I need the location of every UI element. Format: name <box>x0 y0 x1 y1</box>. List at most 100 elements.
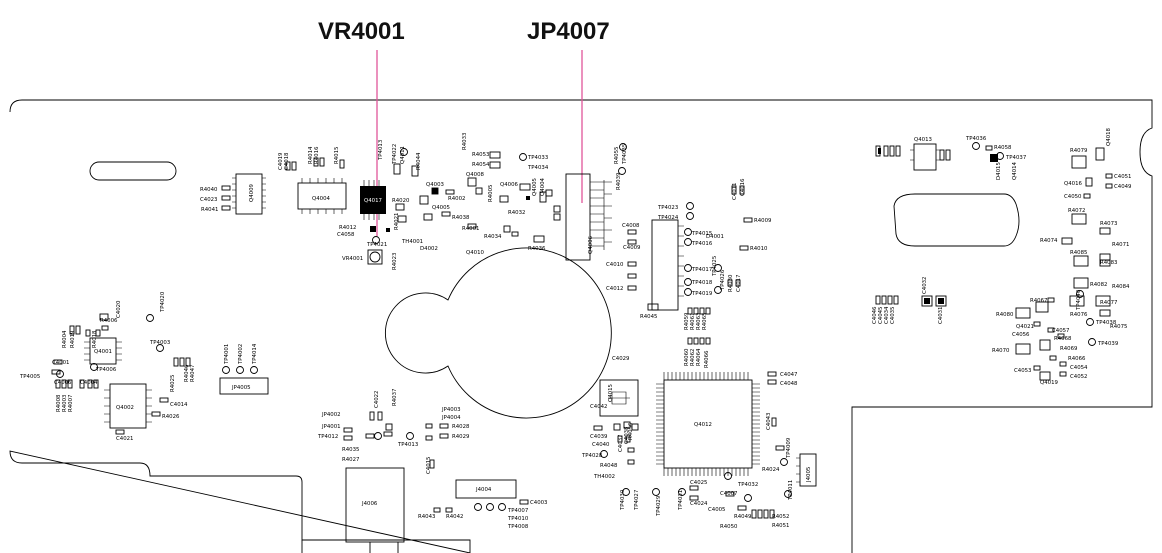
lbl-TP4029: TP4029 <box>656 495 662 517</box>
lbl-R4041: R4041 <box>201 207 218 213</box>
lbl-TP4018: TP4018 <box>691 280 713 286</box>
lbl-C4008: C4008 <box>622 223 640 229</box>
lbl-C4049: C4049 <box>1114 184 1132 190</box>
lbl-R4003: R4003 <box>62 395 68 412</box>
callout-jp4007: JP4007 <box>527 18 610 45</box>
lbl-Q4019: Q4019 <box>1040 380 1059 386</box>
lbl-TP4011: TP4011 <box>788 480 794 501</box>
lbl-TP4013-a: TP4013 <box>378 140 384 161</box>
lbl-TP4033: TP4033 <box>527 155 548 161</box>
lbl-C4020: C4020 <box>116 300 122 318</box>
lbl-R4012: R4012 <box>339 225 356 231</box>
reference-designators: R4040 C4023 R4041 Q4009 Q4004 C4019 C401… <box>19 127 1132 530</box>
lbl-C4040: C4040 <box>592 442 610 448</box>
lbl-R4026: R4026 <box>162 414 180 420</box>
lbl-Q4004-top: Q4004 <box>540 177 546 196</box>
lbl-TP4006: TP4006 <box>95 367 117 373</box>
lbl-C4058: C4058 <box>337 232 355 238</box>
lbl-C4035: C4035 <box>890 307 896 324</box>
lbl-TP4015: TP4015 <box>691 231 712 237</box>
lbl-R4079: R4079 <box>1070 148 1088 154</box>
lbl-C4024: C4024 <box>690 501 708 507</box>
lbl-R4040: R4040 <box>200 187 218 193</box>
lbl-R4019: R4019 <box>70 330 76 348</box>
lbl-R4052: R4052 <box>772 514 789 520</box>
lbl-R4068: R4068 <box>1054 336 1072 342</box>
lbl-R4069: R4069 <box>1060 346 1078 352</box>
lbl-Q4015-inner: Q4015 <box>608 384 614 402</box>
lbl-R4055: R4055 <box>614 147 620 164</box>
lbl-C4022: C4022 <box>374 391 380 408</box>
lbl-D4015: D4015 <box>996 162 1002 180</box>
lbl-C4054: C4054 <box>1070 365 1088 371</box>
lbl-R4051: R4051 <box>772 523 789 529</box>
lbl-C4031: C4031 <box>938 307 944 324</box>
small-parts <box>51 142 1113 519</box>
lbl-R4059: R4059 <box>684 312 690 330</box>
lbl-R4009: R4009 <box>754 218 772 224</box>
lbl-C4052: C4052 <box>1070 374 1087 380</box>
lbl-R4072: R4072 <box>1068 208 1085 214</box>
lbl-R4049: R4049 <box>734 514 752 520</box>
lbl-TP4008: TP4008 <box>507 524 529 530</box>
lbl-R4021: R4021 <box>394 213 400 230</box>
lbl-Q4003: Q4003 <box>426 182 444 188</box>
lbl-JP4001: JP4001 <box>321 424 341 430</box>
lbl-C4007: C4007 <box>720 491 737 497</box>
lbl-Q4013: Q4013 <box>914 137 932 143</box>
lbl-C4006: C4006 <box>54 380 72 386</box>
lbl-TP4034: TP4034 <box>527 165 549 171</box>
lbl-C4053: C4053 <box>1014 368 1031 374</box>
lbl-R4024: R4024 <box>762 467 780 473</box>
lbl-R4032: R4032 <box>508 210 525 216</box>
lbl-TP4031: TP4031 <box>678 490 684 511</box>
lbl-TP4026: TP4026 <box>720 269 726 291</box>
lbl-R4053: R4053 <box>472 152 489 158</box>
lbl-R4058: R4058 <box>994 145 1012 151</box>
lbl-R4083: R4083 <box>1100 260 1117 266</box>
lbl-TP4036: TP4036 <box>965 136 987 142</box>
lbl-Q4006-top: Q4006 <box>500 182 519 188</box>
lbl-C4016: C4016 <box>740 178 746 196</box>
lbl-Q4005: Q4005 <box>432 205 450 211</box>
lbl-C4012: C4012 <box>606 286 623 292</box>
lbl-R4037: R4037 <box>392 389 398 406</box>
lbl-R4010: R4010 <box>750 246 768 252</box>
lbl-TP4002: TP4002 <box>238 344 244 365</box>
lbl-R4005: R4005 <box>488 185 494 202</box>
lbl-R4066: R4066 <box>1068 356 1086 362</box>
lbl-C4056: C4056 <box>1012 332 1030 338</box>
lbl-R4063: R4063 <box>696 313 702 330</box>
lbl-D4002: D4002 <box>420 246 438 252</box>
lbl-TP4035: TP4035 <box>622 144 628 165</box>
lbl-Q4017: Q4017 <box>364 198 382 204</box>
lbl-Q4021: Q4021 <box>1016 324 1034 330</box>
lbl-R4070: R4070 <box>992 348 1010 354</box>
chip-q4012 <box>656 372 760 476</box>
lbl-TP4010: TP4010 <box>507 516 529 522</box>
lbl-C4021: C4021 <box>116 436 133 442</box>
connector-jp4007 <box>565 173 605 261</box>
lbl-R4066-mid: R4066 <box>704 350 710 368</box>
lbl-Q4004: Q4004 <box>312 196 331 202</box>
lbl-C4005: C4005 <box>708 507 725 513</box>
lbl-R4050: R4050 <box>720 524 738 530</box>
lbl-C4050: C4050 <box>1064 194 1082 200</box>
lbl-R4071: R4071 <box>1112 242 1129 248</box>
lbl-TP4027: TP4027 <box>634 490 640 511</box>
lbl-TP4019: TP4019 <box>691 291 713 297</box>
lbl-R4033: R4033 <box>462 133 468 150</box>
lbl-C4010: C4010 <box>606 262 624 268</box>
lbl-Q4009: Q4009 <box>249 183 255 202</box>
lbl-TP4039: TP4039 <box>1097 341 1119 347</box>
lbl-C4018: C4018 <box>284 152 290 170</box>
lbl-C4015: C4015 <box>426 457 432 474</box>
lbl-Q4002: Q4002 <box>116 405 134 411</box>
lbl-R4067: R4067 <box>1030 298 1047 304</box>
lbl-R4018: R4018 <box>92 330 98 348</box>
lbl-R4085: R4085 <box>1070 250 1087 256</box>
lbl-R4048: R4048 <box>600 463 618 469</box>
lbl-R4076: R4076 <box>1070 312 1088 318</box>
lbl-R4062: R4062 <box>690 349 696 366</box>
